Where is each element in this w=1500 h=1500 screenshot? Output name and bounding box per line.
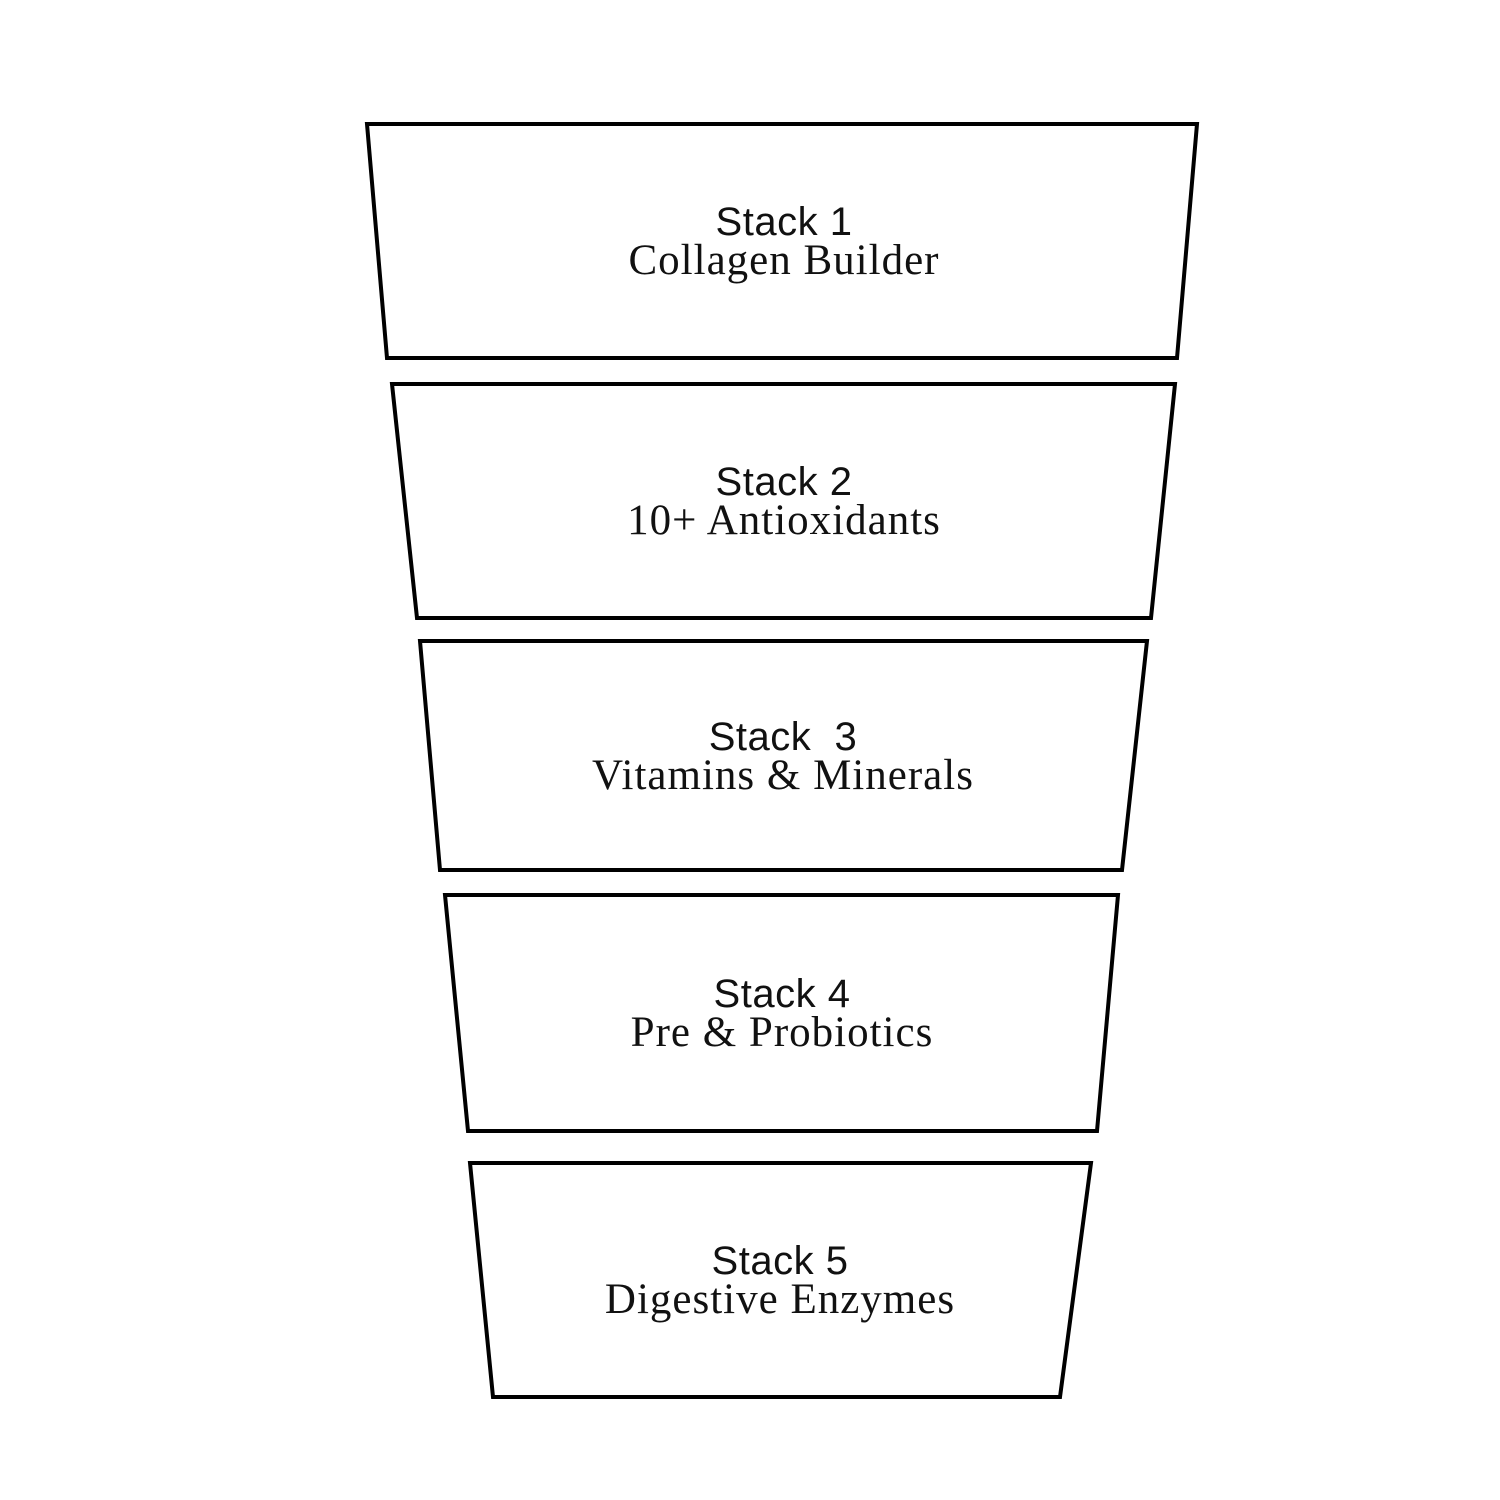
funnel-stack-3-shape bbox=[417, 639, 1150, 872]
funnel-stack-5-title: Stack 5 bbox=[712, 1239, 849, 1283]
funnel-stack-3-subtitle: Vitamins & Minerals bbox=[592, 752, 974, 799]
funnel-stack-2: Stack 210+ Antioxidants bbox=[389, 382, 1178, 620]
funnel-stack-5-subtitle: Digestive Enzymes bbox=[605, 1276, 955, 1323]
funnel-stack-1-title: Stack 1 bbox=[716, 200, 853, 244]
funnel-stack-3-title: Stack 3 bbox=[709, 715, 858, 759]
funnel-stack-4-subtitle: Pre & Probiotics bbox=[631, 1009, 934, 1056]
funnel-stack-1-shape bbox=[364, 122, 1200, 360]
funnel-stack-2-shape bbox=[389, 382, 1178, 620]
funnel-stack-2-title: Stack 2 bbox=[716, 460, 853, 504]
funnel-stack-1-subtitle: Collagen Builder bbox=[629, 237, 940, 284]
funnel-stack-4-title: Stack 4 bbox=[714, 972, 851, 1016]
funnel-stack-2-subtitle: 10+ Antioxidants bbox=[627, 497, 941, 544]
funnel-stack-5-shape bbox=[467, 1161, 1094, 1399]
funnel-stack-4-shape bbox=[442, 893, 1121, 1133]
